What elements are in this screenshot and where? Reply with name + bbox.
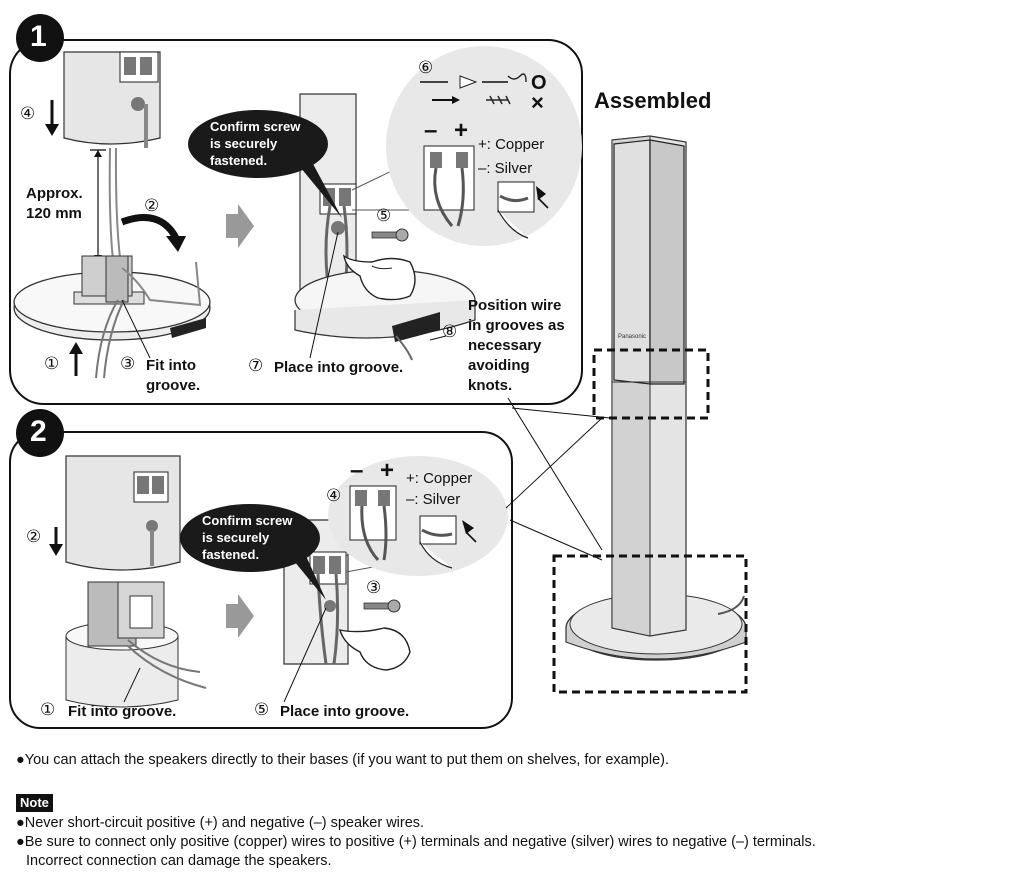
step2-badge: [16, 409, 64, 457]
note-item-1: ●Never short-circuit positive (+) and ne…: [16, 815, 425, 831]
note-item-2: ●Be sure to connect only positive (coppe…: [16, 834, 816, 850]
step2-bubble-text: Confirm screw is securely fastened.: [202, 512, 292, 563]
bubble-line: fastened.: [202, 547, 260, 562]
bubble-line: Confirm screw: [202, 513, 293, 528]
highlight-base: [552, 554, 748, 694]
bubble-line: is securely: [210, 136, 278, 151]
route-label-5: knots.: [468, 377, 513, 394]
approx-label: Approx.: [26, 185, 83, 202]
step1-bubble-text: Confirm screw is securely fastened.: [210, 118, 300, 169]
bubble-line: Confirm screw: [210, 119, 301, 134]
next-arrow-icon: [226, 204, 254, 248]
step1-bubble: [188, 110, 328, 178]
step1-raise-num: ①: [44, 354, 60, 373]
wire-strip-ng-icon: [432, 95, 511, 105]
plus-sign: +: [380, 457, 395, 484]
terminal-icon: [423, 145, 549, 239]
minus-sign: –: [350, 457, 364, 484]
step1-swing-num: ②: [144, 196, 160, 215]
step1-lower-num: ④: [20, 104, 36, 123]
step1-screw-num: ⑤: [376, 206, 392, 225]
silver-legend: –: Silver: [406, 491, 461, 508]
step1-speaker-lower: [63, 51, 161, 148]
copper-legend: +: Copper: [478, 136, 545, 153]
plus-sign: +: [454, 117, 469, 144]
step1-strip-num: ⑥: [418, 58, 434, 77]
step2-screw-num: ③: [366, 578, 382, 597]
step1-fit-label-2: groove.: [146, 377, 201, 394]
step1-place-label: Place into groove.: [274, 359, 404, 376]
step2-speaker-lower: [65, 455, 181, 571]
step2-fit-label: Fit into groove.: [68, 703, 177, 720]
curved-arrow-icon: [120, 214, 186, 252]
step2-place-num: ⑤: [254, 700, 270, 719]
terminal-icon: [349, 485, 477, 569]
step2-number: 2: [30, 415, 47, 448]
brand-logo: Panasonic: [618, 334, 647, 340]
highlight-top: [592, 348, 710, 420]
silver-legend: –: Silver: [478, 160, 533, 177]
step1-fit-num: ③: [120, 354, 136, 373]
step1-place-num: ⑦: [248, 356, 264, 375]
screw-icon: [363, 599, 401, 613]
step2-bracket: [65, 581, 207, 708]
minus-sign: –: [424, 117, 438, 144]
note-item-2-cont: Incorrect connection can damage the spea…: [26, 853, 332, 869]
assembled-speaker: [565, 135, 747, 661]
step1-fit-label-1: Fit into: [146, 357, 196, 374]
ok-mark: O: [531, 72, 547, 94]
assembled-title: Assembled: [594, 88, 712, 113]
bubble-line: is securely: [202, 530, 270, 545]
ng-mark: ×: [531, 90, 544, 115]
route-label-3: necessary: [468, 337, 542, 354]
route-label-2: in grooves as: [468, 317, 565, 334]
screw-icon: [371, 228, 409, 242]
next-arrow-icon: [226, 594, 254, 638]
wire-strip-ok-icon: [420, 73, 527, 89]
route-label-1: Position wire: [468, 297, 562, 314]
step2-bubble: [180, 504, 320, 572]
step1-badge: [16, 14, 64, 62]
footnote-bullet: ●You can attach the speakers directly to…: [16, 752, 670, 768]
route-label-4: avoiding: [468, 357, 530, 374]
approx-distance: 120 mm: [26, 205, 82, 222]
step1-base: [13, 255, 211, 379]
bubble-line: fastened.: [210, 153, 268, 168]
down-arrow-icon: [45, 100, 59, 136]
step2-fit-num: ①: [40, 700, 56, 719]
note-label: Note: [16, 794, 53, 812]
step2-lower-num: ②: [26, 527, 42, 546]
down-arrow-icon: [49, 527, 63, 556]
step1-route-num: ⑧: [442, 322, 458, 341]
step2-place-label: Place into groove.: [280, 703, 410, 720]
copper-legend: +: Copper: [406, 470, 473, 487]
step1-number: 1: [30, 20, 47, 53]
hand-icon: [339, 627, 411, 671]
hand-icon: [343, 254, 416, 301]
up-arrow-icon: [69, 342, 83, 376]
step2-terminal-num: ④: [326, 486, 342, 505]
